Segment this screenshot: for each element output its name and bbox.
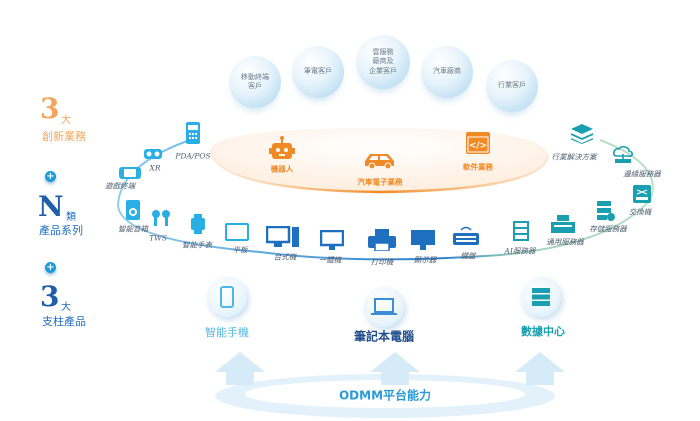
product-label: 台式機 <box>273 252 297 262</box>
notebook-pillar <box>364 287 404 327</box>
pillar-number: 3 <box>40 280 60 313</box>
pda-icon <box>186 122 200 144</box>
smartphone-icon <box>220 286 234 308</box>
code-icon: </> <box>466 132 490 154</box>
pillar-label-datacenter: 數據中心 <box>521 325 565 338</box>
car-icon <box>365 154 394 169</box>
smartphone-pillar <box>207 277 247 317</box>
series-unit: 類 <box>66 212 76 223</box>
product-label: 遊戲終端 <box>105 181 135 191</box>
game-console-icon <box>119 167 141 179</box>
datacenter-pillar <box>521 277 561 317</box>
laptop-icon <box>371 298 397 315</box>
product-label: 存儲服務器 <box>589 224 627 234</box>
product-label: 通用服務器 <box>546 237 584 247</box>
innov-number: 3 <box>40 92 60 125</box>
pillar-label-notebook: 筆記本電腦 <box>353 329 415 344</box>
product-label: 平板 <box>232 245 248 255</box>
robot-icon <box>269 136 295 159</box>
storage-server-icon <box>597 201 615 221</box>
earbuds-icon <box>152 210 170 226</box>
smartwatch-icon <box>191 214 205 234</box>
all-in-one-icon <box>320 230 344 250</box>
product-label: XR <box>149 163 161 173</box>
product-label: 智能音箱 <box>118 224 148 234</box>
innov-unit: 大 <box>61 115 71 126</box>
general-server-icon <box>551 215 575 233</box>
series-label: 產品系列 <box>39 224 83 237</box>
plus-icon: + <box>45 171 56 182</box>
product-label: 顯示器 <box>413 255 437 265</box>
monitor-icon <box>411 230 435 250</box>
speaker-icon <box>126 200 140 220</box>
server-icon <box>532 288 550 306</box>
product-label: 智能手表 <box>182 240 212 250</box>
product-label: AI服務器 <box>504 246 536 256</box>
pillar-label: 支柱產品 <box>42 315 86 328</box>
switch-icon <box>633 185 651 203</box>
innovation-label: 機器人 <box>270 164 294 174</box>
xr-icon <box>144 149 162 159</box>
product-label: 邊緣服務器 <box>623 169 661 179</box>
product-label: 交換機 <box>628 207 652 217</box>
tablet-icon <box>225 223 249 241</box>
innov-label: 創新業務 <box>42 130 86 143</box>
customer-cloud: 雲服務 廠商及 企業客戶 <box>356 35 410 89</box>
customer-industry: 行業客戶 <box>486 60 538 112</box>
plus-icon: + <box>45 262 56 273</box>
platform-label: ODMM平台能力 <box>338 388 432 403</box>
series-number: N <box>38 190 64 223</box>
product-label: TWS <box>149 233 167 243</box>
product-label: 一體機 <box>318 255 342 265</box>
customer-auto: 汽車廠商 <box>421 46 473 98</box>
customer-notebook: 筆電客戶 <box>292 46 344 98</box>
product-label: PDA/POS <box>175 151 211 161</box>
pillar-label-smartphone: 智能手機 <box>205 326 249 339</box>
product-label: 打印機 <box>370 257 394 267</box>
innovation-label: 汽車電子業務 <box>357 177 403 187</box>
innovation-label: 軟件業務 <box>463 162 493 172</box>
layers-icon <box>571 124 593 144</box>
customer-mobile: 移動終端 客戶 <box>229 56 281 108</box>
pillar-unit: 大 <box>61 302 71 313</box>
edge-server-icon <box>613 146 633 163</box>
keyboard-icon <box>453 226 479 245</box>
ai-server-icon <box>513 221 529 241</box>
product-label: 鍵盤 <box>460 251 476 261</box>
desktop-icon <box>266 226 299 247</box>
product-label: 行業解決方案 <box>551 152 597 162</box>
printer-icon <box>368 229 396 251</box>
svg-text:</>: </> <box>469 141 487 151</box>
